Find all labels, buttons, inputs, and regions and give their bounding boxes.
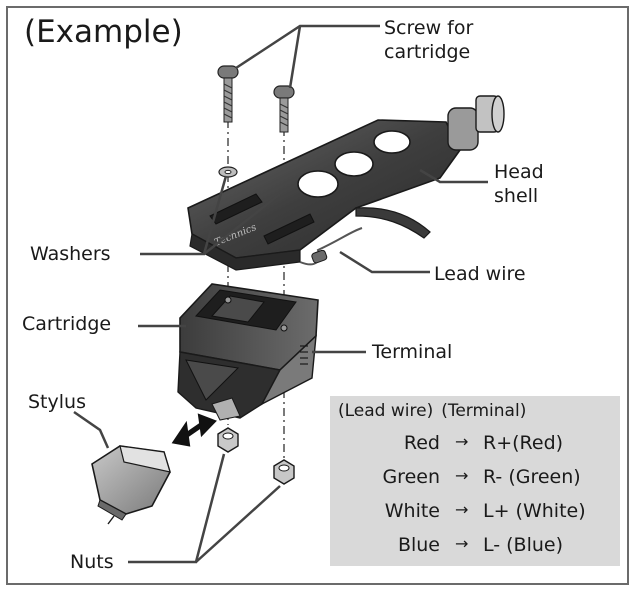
leader-lines [73, 24, 488, 564]
stylus [91, 445, 171, 525]
legend-terminal: R+(Red) [483, 432, 564, 454]
label-cartridge: Cartridge [22, 313, 112, 335]
label-stylus: Stylus [28, 391, 86, 413]
label-screw-line2: cartridge [384, 41, 471, 63]
legend-terminal: L- (Blue) [483, 534, 564, 556]
label-washers: Washers [30, 243, 111, 265]
label-head-line1: Head [494, 161, 544, 183]
arrow-right-icon: → [455, 432, 469, 451]
label-nuts: Nuts [70, 551, 114, 573]
legend-row-blue: Blue → L- (Blue) [330, 530, 620, 564]
lead-wire [299, 227, 363, 266]
legend-header-lead-wire: (Lead wire) [338, 401, 434, 421]
legend-terminal: L+ (White) [483, 500, 586, 522]
arrow-right-icon: → [455, 500, 469, 519]
legend-row-red: Red → R+(Red) [330, 428, 620, 462]
legend-row-white: White → L+ (White) [330, 496, 620, 530]
wire-color-legend: (Lead wire) (Terminal) Red → R+(Red) Gree… [330, 396, 620, 566]
label-screw-for-cartridge: Screw for cartridge [384, 16, 473, 64]
legend-wire-color: White [384, 500, 440, 522]
page-title: (Example) [24, 14, 183, 50]
arrow-right-icon: → [455, 466, 469, 485]
label-terminal: Terminal [372, 341, 453, 363]
nut-left [217, 427, 239, 453]
double-arrow-icon [171, 413, 217, 447]
cartridge [177, 283, 319, 421]
label-head-line2: shell [494, 185, 539, 207]
screw-right [273, 85, 295, 133]
label-screw-line1: Screw for [384, 17, 474, 39]
label-head-shell: Head shell [494, 160, 544, 208]
arrow-right-icon: → [455, 534, 469, 553]
headshell-connector [447, 95, 505, 151]
legend-header: (Lead wire) (Terminal) [338, 400, 534, 422]
label-lead-wire: Lead wire [434, 263, 526, 285]
legend-wire-color: Red [403, 432, 440, 454]
legend-wire-color: Blue [397, 534, 440, 556]
legend-header-terminal: (Terminal) [441, 401, 527, 421]
screw-left [217, 65, 239, 123]
legend-terminal: R- (Green) [483, 466, 581, 488]
legend-row-green: Green → R- (Green) [330, 462, 620, 496]
legend-wire-color: Green [382, 466, 440, 488]
nut-right [273, 459, 295, 485]
